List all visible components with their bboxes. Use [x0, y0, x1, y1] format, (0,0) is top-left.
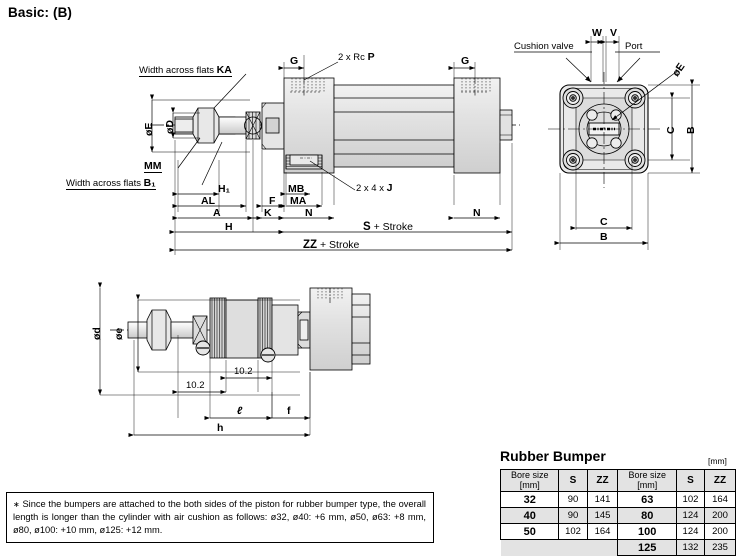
cell-zz-left: 145 — [586, 507, 619, 524]
cell-zz-left: 164 — [586, 523, 619, 540]
dim-h: H — [225, 221, 233, 233]
cell-s-right: 102 — [675, 491, 706, 508]
header-zz-left: ZZ — [586, 469, 619, 492]
bumper-table-unit: [mm] — [708, 456, 727, 466]
dim-oe-end-view: øE — [670, 61, 688, 79]
callout-j-prefix: 2 x 4 x — [356, 183, 387, 194]
cell-bore-right: 125 — [617, 539, 677, 556]
dim-g-left: G — [290, 55, 299, 67]
table-row: 50 102 164 100 124 200 — [499, 523, 736, 540]
bumper-table-title: Rubber Bumper — [500, 448, 606, 464]
dim-al: AL — [201, 195, 215, 207]
dim-c-horizontal: C — [600, 216, 608, 228]
dim-zz-suffix: + Stroke — [317, 239, 360, 251]
header-bore-right-line2: [mm] — [637, 479, 658, 490]
cell-bore-left: 32 — [499, 491, 560, 508]
dim-b-horizontal: B — [600, 231, 608, 243]
bumper-table-wrapper: Bore size [mm] S ZZ Bore size [mm] S ZZ … — [499, 469, 736, 556]
table-row: 32 90 141 63 102 164 — [499, 491, 736, 508]
cell-bore-left: 50 — [499, 523, 560, 540]
dim-b-vertical: B — [685, 126, 697, 134]
cell-bore-right: 100 — [617, 523, 677, 540]
dim-od-main: øD — [164, 120, 176, 134]
table-row: 40 90 145 80 124 200 — [499, 507, 736, 524]
cell-zz-right: 235 — [704, 539, 736, 556]
callout-rcp-symbol: P — [367, 51, 375, 63]
dim-n-left: N — [305, 207, 313, 219]
callout-2-x-rc-p: 2 x Rc P — [338, 51, 375, 64]
callout-b1-prefix: Width across flats — [66, 178, 144, 189]
callout-ka-prefix: Width across flats — [139, 65, 217, 76]
cell-bore-right: 63 — [617, 491, 677, 508]
callout-j-symbol: J — [386, 182, 393, 194]
cell-s-left: 90 — [558, 507, 588, 524]
cell-zz-right: 200 — [704, 507, 736, 524]
callout-width-across-flats-ka: Width across flats KA — [139, 65, 232, 77]
header-zz-right: ZZ — [704, 469, 736, 492]
header-bore-left-line1: Bore size — [510, 470, 549, 480]
cell-blank-zz — [587, 539, 618, 556]
callout-mm: MM — [144, 161, 162, 173]
dim-s-suffix: + Stroke — [370, 221, 413, 233]
cell-s-right: 124 — [675, 507, 706, 524]
dim-g-right: G — [461, 55, 470, 67]
header-s-right: S — [675, 469, 706, 492]
dim-zz-symbol: ZZ — [303, 239, 318, 251]
callout-mm-symbol: MM — [144, 160, 162, 172]
callout-cushion-valve: Cushion valve — [514, 41, 574, 52]
callout-b1-symbol: B₁ — [143, 177, 156, 189]
page-title: Basic: (B) — [8, 5, 73, 20]
table-body: 32 90 141 63 102 164 40 90 145 80 124 20… — [499, 491, 736, 556]
footnote-text: Since the bumpers are attached to the bo… — [13, 499, 426, 535]
cell-s-left: 102 — [558, 523, 588, 540]
cell-bore-right: 80 — [617, 507, 677, 524]
footnote-box: ∗ Since the bumpers are attached to the … — [6, 492, 434, 543]
dim-ell: ℓ — [237, 405, 243, 417]
dim-mb: MB — [288, 183, 305, 195]
cell-zz-left: 141 — [586, 491, 619, 508]
header-s-left: S — [558, 469, 588, 492]
bumper-table: Bore size [mm] S ZZ Bore size [mm] S ZZ … — [499, 469, 736, 556]
cell-s-left: 90 — [558, 491, 588, 508]
cell-blank-bore — [500, 539, 559, 556]
dim-h-lower: h — [217, 422, 224, 434]
dim-ma: MA — [290, 195, 307, 207]
cell-zz-right: 164 — [704, 491, 736, 508]
footnote-marker: ∗ — [13, 500, 20, 509]
dim-oe-lower: øe — [113, 327, 125, 340]
dim-h1: H₁ — [218, 183, 230, 195]
header-bore-right-line1: Bore size — [628, 470, 666, 480]
dim-a: A — [213, 207, 221, 219]
dim-w: W — [592, 27, 602, 39]
header-bore-left: Bore size [mm] — [499, 469, 560, 492]
dim-f: F — [269, 195, 276, 207]
dim-od-lower: ød — [91, 327, 103, 340]
header-bore-left-line2: [mm] — [519, 479, 540, 490]
dim-10-2-lower: 10.2 — [186, 380, 205, 391]
cell-bore-left: 40 — [499, 507, 560, 524]
callout-width-across-flats-b1: Width across flats B₁ — [66, 178, 156, 190]
callout-port: Port — [625, 41, 643, 52]
dim-zz-plus-stroke: ZZ + Stroke — [303, 239, 359, 251]
dim-k: K — [264, 207, 272, 219]
header-bore-right: Bore size [mm] — [617, 469, 677, 492]
dim-c-vertical: C — [665, 126, 677, 134]
cell-blank-s — [558, 539, 588, 556]
dim-f-lower: f — [287, 405, 291, 417]
callout-ka-symbol: KA — [216, 64, 232, 76]
cell-s-right: 132 — [675, 539, 706, 556]
table-row: 125 132 235 — [500, 539, 736, 556]
cell-s-right: 124 — [675, 523, 706, 540]
callout-2-x-4-x-j: 2 x 4 x J — [356, 182, 393, 195]
dim-s-plus-stroke: S + Stroke — [363, 221, 413, 233]
table-header-row: Bore size [mm] S ZZ Bore size [mm] S ZZ — [499, 469, 736, 492]
callout-rcp-prefix: 2 x Rc — [338, 52, 368, 63]
cell-zz-right: 200 — [704, 523, 736, 540]
dim-v: V — [610, 27, 618, 39]
dim-n-right: N — [473, 207, 481, 219]
dim-10-2-upper: 10.2 — [234, 366, 253, 377]
dim-s-symbol: S — [363, 221, 371, 233]
dim-oe-main: øE — [143, 122, 155, 136]
